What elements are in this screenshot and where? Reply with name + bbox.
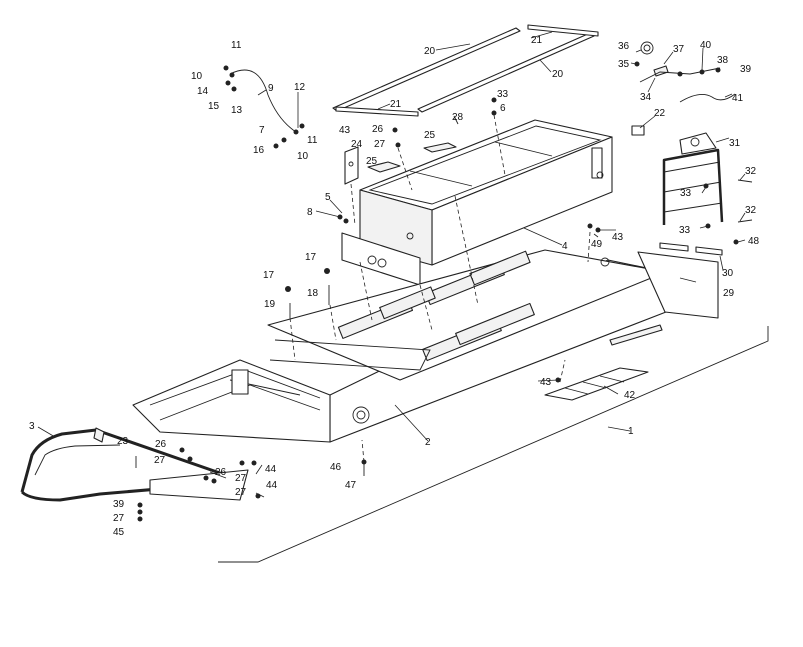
callout-16: 16 xyxy=(253,145,265,156)
callout-33b: 33 xyxy=(680,188,692,199)
callout-5: 5 xyxy=(325,192,331,203)
callout-47: 47 xyxy=(345,480,357,491)
callout-39a: 39 xyxy=(740,64,752,75)
callout-20b: 20 xyxy=(552,69,564,80)
callout-29: 29 xyxy=(723,288,735,299)
callout-12: 12 xyxy=(294,82,306,93)
callout-15: 15 xyxy=(208,101,220,112)
assembly-bracket xyxy=(218,326,769,563)
callout-17b: 17 xyxy=(305,252,317,263)
callout-27c: 27 xyxy=(235,473,247,484)
callout-31: 31 xyxy=(729,138,741,149)
strip-21-left xyxy=(335,106,419,117)
skid-pad-42 xyxy=(544,367,649,401)
callout-10a: 10 xyxy=(191,71,203,82)
callout-35: 35 xyxy=(618,59,630,70)
callout-6: 6 xyxy=(500,103,506,114)
fasteners xyxy=(135,97,753,522)
callout-45: 45 xyxy=(113,527,125,538)
callout-19: 19 xyxy=(264,299,276,310)
callout-32a: 32 xyxy=(745,166,757,177)
callout-34: 34 xyxy=(640,92,652,103)
cable-assembly xyxy=(223,65,305,149)
callout-46: 46 xyxy=(330,462,342,473)
callout-23: 23 xyxy=(117,436,129,447)
callout-40: 40 xyxy=(700,40,712,51)
callout-43c: 43 xyxy=(540,377,552,388)
strip-20-upper xyxy=(332,27,521,112)
handle-frame-31 xyxy=(662,132,724,225)
mud-flap-29 xyxy=(637,251,719,319)
callout-33a: 33 xyxy=(497,89,509,100)
callout-17a: 17 xyxy=(263,270,275,281)
plate-25-b xyxy=(423,142,457,153)
callout-38: 38 xyxy=(717,55,729,66)
plate-30-b xyxy=(695,246,723,256)
callout-27a: 27 xyxy=(374,139,386,150)
hinge-group xyxy=(631,41,736,136)
callout-7: 7 xyxy=(259,125,265,136)
strip-21-right xyxy=(527,24,599,37)
callout-27d: 27 xyxy=(235,487,247,498)
callout-26a: 26 xyxy=(372,124,384,135)
leader-lines xyxy=(37,31,746,498)
callout-43a: 43 xyxy=(339,125,351,136)
callout-36: 36 xyxy=(618,41,630,52)
callout-labels: 1 2 3 4 5 6 7 8 9 10 10 11 11 12 13 14 1… xyxy=(29,35,760,538)
callout-37: 37 xyxy=(673,44,685,55)
callout-26c: 26 xyxy=(215,467,227,478)
callout-27e: 27 xyxy=(113,513,125,524)
callout-14: 14 xyxy=(197,86,209,97)
callout-44b: 44 xyxy=(266,480,278,491)
front-bumper-3 xyxy=(20,427,249,502)
callout-25b: 25 xyxy=(424,130,436,141)
callout-11a: 11 xyxy=(231,40,242,51)
callout-32b: 32 xyxy=(745,205,757,216)
callout-10b: 10 xyxy=(297,151,309,162)
callout-33c: 33 xyxy=(679,225,691,236)
chassis-tunnel xyxy=(132,249,667,443)
callout-30: 30 xyxy=(722,268,734,279)
plate-25-a xyxy=(367,161,401,173)
callout-22: 22 xyxy=(654,108,666,119)
callout-28: 28 xyxy=(452,112,464,123)
callout-24: 24 xyxy=(351,139,363,150)
callout-43b: 43 xyxy=(612,232,624,243)
callout-42: 42 xyxy=(624,390,636,401)
callout-9: 9 xyxy=(268,83,274,94)
callout-11b: 11 xyxy=(307,135,318,146)
callout-20a: 20 xyxy=(424,46,436,57)
callout-26b: 26 xyxy=(155,439,167,450)
assembly-guides xyxy=(289,114,591,463)
bracket-24 xyxy=(344,146,359,185)
callout-3: 3 xyxy=(29,421,35,432)
callout-44a: 44 xyxy=(265,464,277,475)
callout-48: 48 xyxy=(748,236,760,247)
callout-27b: 27 xyxy=(154,455,166,466)
callout-41: 41 xyxy=(732,93,744,104)
callout-49: 49 xyxy=(591,239,603,250)
callout-21b: 21 xyxy=(390,99,402,110)
callout-4: 4 xyxy=(562,241,568,252)
callout-8: 8 xyxy=(307,207,313,218)
callout-18: 18 xyxy=(307,288,319,299)
callout-13: 13 xyxy=(231,105,243,116)
plate-30-a xyxy=(659,242,689,252)
callout-25a: 25 xyxy=(366,156,378,167)
callout-1: 1 xyxy=(628,426,634,437)
storage-box xyxy=(341,119,613,286)
callout-21a: 21 xyxy=(531,35,543,46)
callout-2: 2 xyxy=(425,437,431,448)
strip-20-lower xyxy=(417,32,595,113)
callout-39b: 39 xyxy=(113,499,125,510)
